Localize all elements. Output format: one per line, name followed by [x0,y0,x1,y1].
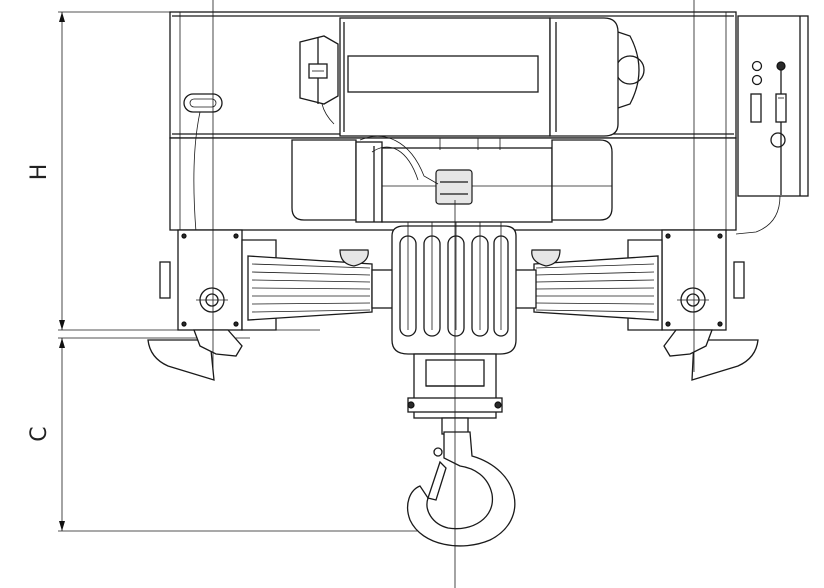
limit-switch [299,35,339,125]
rope-sheave-block [391,222,517,355]
dimension-h-label: H [27,164,52,181]
gearbox-cap [611,29,645,111]
dimension-c-label-group: C [27,426,52,441]
axle-tube-left [247,249,401,321]
axle-tube-right [507,249,659,321]
control-panel [735,15,809,235]
hoist-motor [339,17,619,137]
drive-motor [291,136,613,223]
dimension-c-label: C [27,426,52,441]
center-lines [212,0,695,588]
beam-flange-left [147,329,243,381]
crane-hook [406,431,516,547]
dimension-h-label-group: H [27,164,52,181]
power-cable [183,93,223,233]
beam-flange-right [663,329,759,381]
dimension-c: C [27,337,430,532]
